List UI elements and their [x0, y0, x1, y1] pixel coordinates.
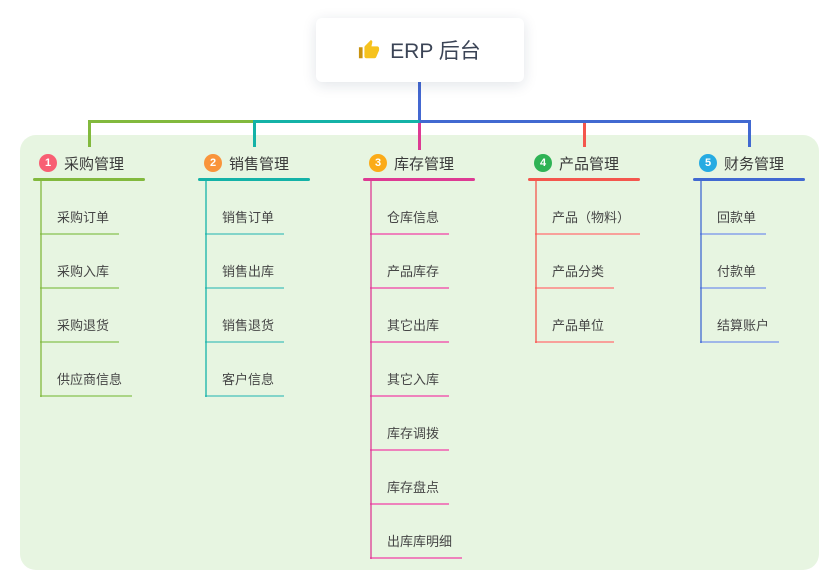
branch-label: 产品管理 — [559, 155, 620, 173]
root-node[interactable]: ERP 后台 — [315, 18, 524, 82]
branch-label: 财务管理 — [724, 155, 785, 173]
child-label: 付款单 — [700, 261, 767, 289]
branch-number-badge: 4 — [534, 154, 552, 172]
child-node[interactable]: 客户信息 — [198, 343, 310, 397]
branch-underline — [198, 178, 310, 181]
connector-line — [535, 181, 537, 343]
child-label: 供应商信息 — [40, 369, 133, 397]
child-label: 销售出库 — [205, 261, 285, 289]
branch-children: 销售订单销售出库销售退货客户信息 — [198, 181, 310, 397]
branch-number-badge: 2 — [204, 154, 222, 172]
child-label: 销售订单 — [205, 207, 285, 235]
branch-underline — [363, 178, 475, 181]
child-node[interactable]: 其它入库 — [363, 343, 475, 397]
branch-title[interactable]: 1 采购管理 — [33, 150, 145, 176]
child-label: 产品（物料） — [535, 207, 641, 235]
child-label: 仓库信息 — [370, 207, 450, 235]
branch-2: 2 销售管理销售订单销售出库销售退货客户信息 — [198, 150, 310, 397]
branch-number-badge: 3 — [369, 154, 387, 172]
branch-5: 5 财务管理回款单付款单结算账户 — [693, 150, 805, 343]
branch-number-badge: 5 — [699, 154, 717, 172]
child-label: 结算账户 — [700, 315, 780, 343]
child-label: 产品库存 — [370, 261, 450, 289]
branch-children: 回款单付款单结算账户 — [693, 181, 805, 343]
child-node[interactable]: 库存调拨 — [363, 397, 475, 451]
branch-underline — [528, 178, 640, 181]
child-node[interactable]: 采购退货 — [33, 289, 145, 343]
branch-children: 产品（物料） 产品分类产品单位 — [528, 181, 641, 343]
child-node[interactable]: 产品分类 — [528, 235, 640, 289]
child-node[interactable]: 仓库信息 — [363, 181, 475, 235]
branch-title[interactable]: 5 财务管理 — [693, 150, 805, 176]
child-label: 客户信息 — [205, 369, 285, 397]
child-label: 其它出库 — [370, 315, 450, 343]
branch-3: 3 库存管理仓库信息产品库存其它出库其它入库库存调拨库存盘点出库库明细 — [363, 150, 475, 559]
child-label: 出库库明细 — [370, 531, 463, 559]
root-title: ERP 后台 — [390, 40, 481, 63]
child-node[interactable]: 销售订单 — [198, 181, 310, 235]
child-label: 其它入库 — [370, 369, 450, 397]
child-node[interactable]: 库存盘点 — [363, 451, 475, 505]
child-label: 销售退货 — [205, 315, 285, 343]
child-node[interactable]: 销售出库 — [198, 235, 310, 289]
branch-label: 库存管理 — [394, 155, 455, 173]
child-label: 采购退货 — [40, 315, 120, 343]
child-node[interactable]: 付款单 — [693, 235, 805, 289]
child-node[interactable]: 产品库存 — [363, 235, 475, 289]
child-node[interactable]: 销售退货 — [198, 289, 310, 343]
child-label: 库存调拨 — [370, 423, 450, 451]
branch-underline — [33, 178, 145, 181]
child-node[interactable]: 供应商信息 — [33, 343, 145, 397]
connector-line — [370, 181, 372, 559]
child-label: 产品分类 — [535, 261, 615, 289]
connector-line — [40, 181, 42, 397]
branch-number-badge: 1 — [39, 154, 57, 172]
child-label: 库存盘点 — [370, 477, 450, 505]
connector-line — [205, 181, 207, 397]
child-node[interactable]: 其它出库 — [363, 289, 475, 343]
child-label: 产品单位 — [535, 315, 615, 343]
branch-label: 销售管理 — [229, 155, 290, 173]
branch-underline — [693, 178, 805, 181]
child-node[interactable]: 结算账户 — [693, 289, 805, 343]
child-node[interactable]: 产品单位 — [528, 289, 640, 343]
branch-title[interactable]: 3 库存管理 — [363, 150, 475, 176]
child-node[interactable]: 采购订单 — [33, 181, 145, 235]
branch-children: 仓库信息产品库存其它出库其它入库库存调拨库存盘点出库库明细 — [363, 181, 475, 559]
child-node[interactable]: 回款单 — [693, 181, 805, 235]
child-label: 采购订单 — [40, 207, 120, 235]
branch-title[interactable]: 2 销售管理 — [198, 150, 310, 176]
thumbs-up-icon — [359, 39, 380, 59]
child-node[interactable]: 采购入库 — [33, 235, 145, 289]
child-label: 回款单 — [700, 207, 767, 235]
connector-line — [700, 181, 702, 343]
branch-1: 1 采购管理采购订单采购入库采购退货供应商信息 — [33, 150, 145, 397]
child-node[interactable]: 产品（物料） — [528, 181, 641, 235]
branch-4: 4 产品管理产品（物料） 产品分类产品单位 — [528, 150, 641, 343]
branch-children: 采购订单采购入库采购退货供应商信息 — [33, 181, 145, 397]
child-label: 采购入库 — [40, 261, 120, 289]
branches-panel — [20, 135, 819, 570]
branch-label: 采购管理 — [64, 155, 125, 173]
branch-title[interactable]: 4 产品管理 — [528, 150, 640, 176]
child-node[interactable]: 出库库明细 — [363, 505, 475, 559]
